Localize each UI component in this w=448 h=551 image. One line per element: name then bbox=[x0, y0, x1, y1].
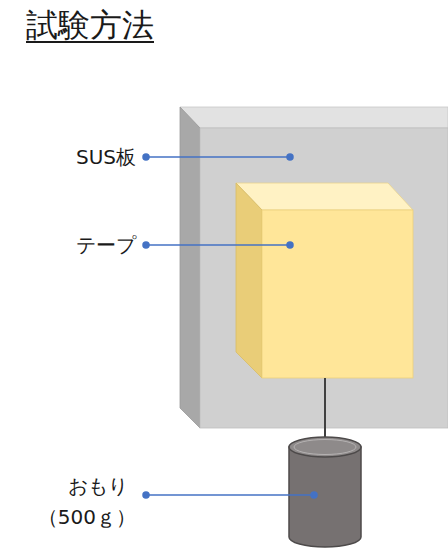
leader-dot bbox=[143, 242, 149, 248]
leader-lines bbox=[143, 154, 317, 498]
plate-side-face bbox=[180, 107, 200, 428]
weight-body bbox=[289, 447, 361, 547]
weight-mass-label: （500ｇ） bbox=[38, 505, 136, 529]
tape bbox=[236, 183, 413, 378]
tape-top-face bbox=[236, 183, 413, 210]
tape-front-face bbox=[262, 210, 413, 378]
leader-dot bbox=[311, 492, 317, 498]
part-label: SUS板 bbox=[76, 145, 136, 169]
part-label: テープ bbox=[76, 233, 136, 257]
weight-top bbox=[289, 437, 361, 457]
leader-dot bbox=[143, 492, 149, 498]
part-label: おもり bbox=[68, 474, 128, 498]
weight-cylinder bbox=[289, 437, 361, 547]
sus-plate bbox=[180, 107, 448, 428]
leader-line bbox=[146, 494, 314, 496]
leader-dot bbox=[287, 154, 293, 160]
plate-top-face bbox=[180, 107, 448, 128]
leader-dot bbox=[143, 154, 149, 160]
leader-line bbox=[146, 156, 290, 158]
weight-rim bbox=[294, 440, 356, 455]
leader-line bbox=[146, 244, 290, 246]
tape-side-face bbox=[236, 183, 262, 378]
leader-dot bbox=[287, 242, 293, 248]
page-title: 試験方法 bbox=[26, 6, 154, 44]
